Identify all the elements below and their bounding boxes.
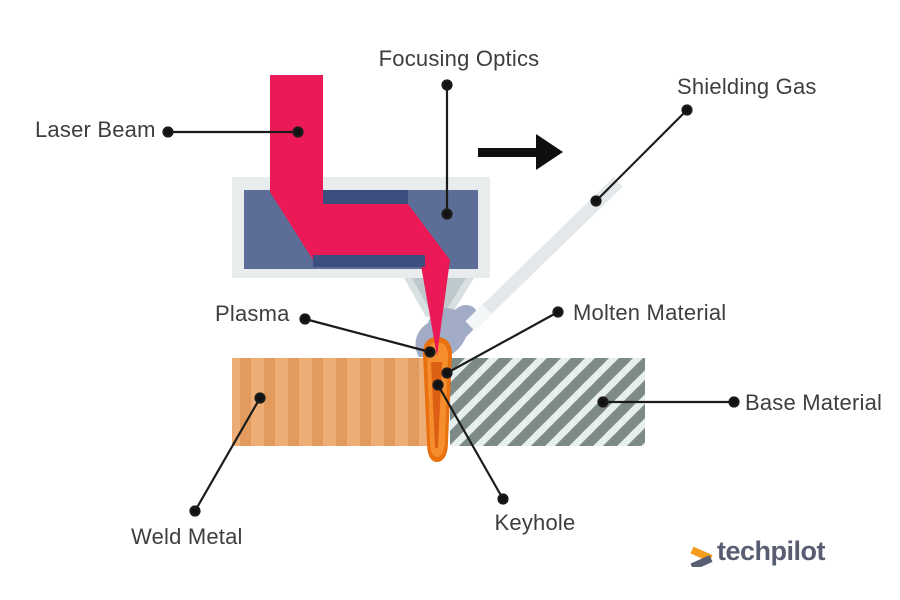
label-focusing-optics: Focusing Optics bbox=[378, 46, 540, 71]
label-shielding-gas: Shielding Gas bbox=[677, 74, 817, 99]
techpilot-logo-text: techpilot bbox=[717, 536, 826, 566]
laser-beam-path bbox=[270, 75, 450, 356]
label-base-material: Base Material bbox=[745, 390, 883, 415]
weld-metal-slab bbox=[232, 358, 432, 446]
mirror-mounts bbox=[313, 190, 425, 267]
label-plasma: Plasma bbox=[215, 301, 290, 326]
label-keyhole: Keyhole bbox=[494, 510, 576, 535]
label-weld-metal: Weld Metal bbox=[131, 524, 243, 549]
travel-direction-arrow bbox=[478, 134, 563, 170]
shielding-gas-tube bbox=[465, 177, 623, 331]
label-laser-beam: Laser Beam bbox=[35, 117, 156, 142]
leader-lines bbox=[162, 79, 740, 517]
label-molten-material: Molten Material bbox=[573, 300, 727, 325]
techpilot-logo: techpilot bbox=[686, 536, 826, 567]
techpilot-chevron-icon bbox=[690, 546, 713, 567]
